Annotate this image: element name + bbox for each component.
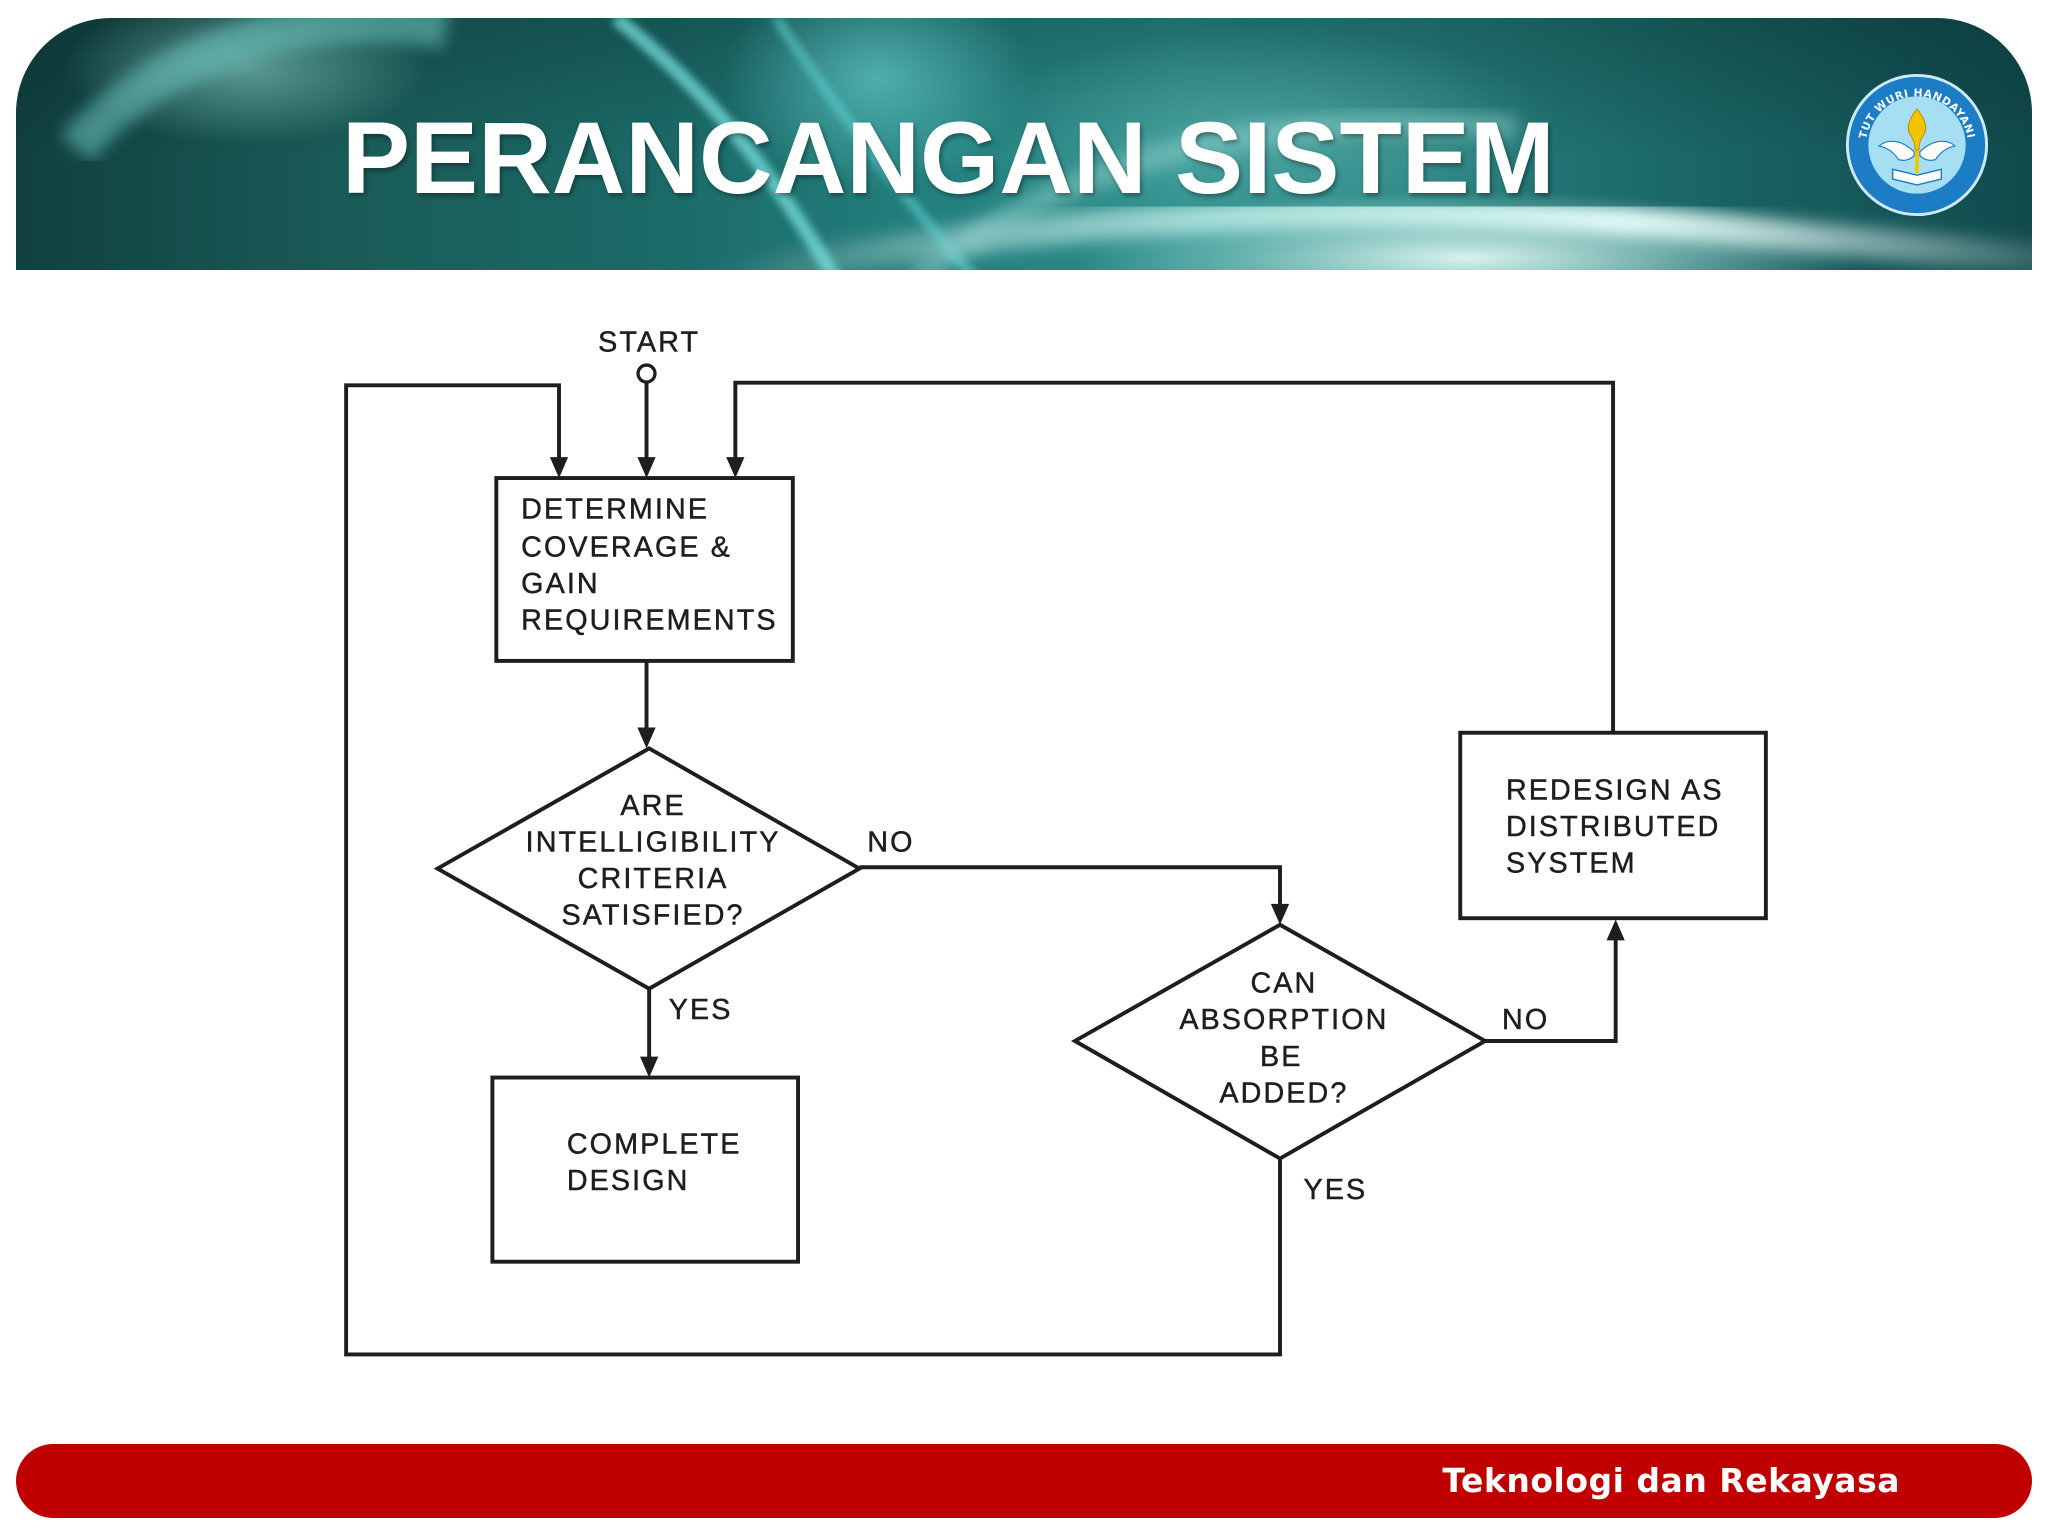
arrowhead-down bbox=[637, 457, 656, 479]
node-determine-requirements: DETERMINE COVERAGE & GAIN REQUIREMENTS bbox=[494, 476, 795, 663]
node-text-line: CAN bbox=[1250, 968, 1317, 1000]
logo-book bbox=[1891, 168, 1943, 186]
edge-label-yes: YES bbox=[1304, 1174, 1368, 1206]
logo-flame bbox=[1907, 108, 1927, 151]
edge-determine-to-intelligibility bbox=[637, 660, 656, 749]
node-text-line: COMPLETE bbox=[567, 1128, 742, 1160]
edge-intelligibility-no-to-absorption: NO bbox=[859, 826, 1290, 925]
decision-diamond bbox=[433, 746, 864, 991]
node-text-line: DISTRIBUTED bbox=[1506, 811, 1720, 843]
node-absorption-decision: CAN ABSORPTION BE ADDED? bbox=[1070, 922, 1490, 1161]
node-complete-design: COMPLETE DESIGN bbox=[490, 1075, 800, 1264]
connector-line bbox=[733, 380, 1616, 733]
node-text-line: COVERAGE & bbox=[521, 531, 732, 563]
arrowhead-down bbox=[549, 457, 569, 479]
node-text-line: DETERMINE bbox=[521, 494, 709, 526]
node-text-line: SYSTEM bbox=[1506, 847, 1637, 879]
decision-diamond bbox=[1070, 922, 1490, 1161]
node-text-line: REQUIREMENTS bbox=[521, 605, 777, 637]
arrowhead-down bbox=[637, 727, 656, 749]
tut-wuri-handayani-emblem-icon: TUT WURI HANDAYANI bbox=[1845, 73, 1989, 217]
node-text-line: ABSORPTION bbox=[1179, 1004, 1388, 1036]
process-box bbox=[490, 1075, 800, 1264]
slide-title: PERANCANGAN SISTEM bbox=[342, 101, 1555, 215]
edge-intelligibility-yes-to-complete: YES bbox=[640, 988, 733, 1078]
start-node: START bbox=[598, 326, 700, 384]
edge-label-no: NO bbox=[867, 827, 914, 859]
edge-label-yes: YES bbox=[669, 994, 733, 1026]
edge-absorption-no-to-redesign: NO bbox=[1485, 919, 1625, 1043]
node-text-line: ARE bbox=[620, 790, 685, 822]
node-text-line: DESIGN bbox=[567, 1165, 690, 1197]
node-text-line: ADDED? bbox=[1219, 1077, 1348, 1109]
header-swirl bbox=[60, 18, 448, 162]
node-text-line: INTELLIGIBILITY bbox=[526, 827, 781, 859]
edge-absorption-yes-to-determine: YES bbox=[344, 383, 1368, 1357]
header-swirl bbox=[611, 18, 839, 270]
edge-redesign-to-determine bbox=[726, 380, 1616, 733]
connector-line bbox=[1485, 937, 1618, 1043]
slide-header: PERANCANGAN SISTEM TUT WURI HANDAYANI bbox=[16, 18, 2032, 270]
header-swirl bbox=[909, 111, 1517, 270]
process-box bbox=[1458, 730, 1768, 921]
arrowhead-down bbox=[726, 457, 745, 479]
start-terminal-circle bbox=[636, 363, 657, 384]
arrowhead-down bbox=[1270, 903, 1290, 925]
edge-label-no: NO bbox=[1502, 1004, 1549, 1036]
slide-footer: Teknologi dan Rekayasa bbox=[16, 1444, 2032, 1518]
node-intelligibility-decision: ARE INTELLIGIBILITY CRITERIA SATISFIED? bbox=[433, 746, 864, 991]
logo-wing-right bbox=[1919, 140, 1957, 161]
edge-start-to-determine bbox=[637, 382, 656, 479]
connector-line bbox=[344, 383, 1282, 1357]
process-box bbox=[494, 476, 795, 663]
node-text-line: SATISFIED? bbox=[561, 900, 744, 932]
connector-line bbox=[859, 865, 1282, 907]
logo-wing-left bbox=[1877, 140, 1915, 161]
footer-label: Teknologi dan Rekayasa bbox=[1442, 1461, 1900, 1500]
header-swirl-decoration bbox=[60, 18, 2032, 270]
start-label: START bbox=[598, 326, 700, 358]
arrowhead-up bbox=[1606, 919, 1625, 941]
node-redesign-distributed: REDESIGN AS DISTRIBUTED SYSTEM bbox=[1458, 730, 1768, 921]
node-text-line: GAIN bbox=[521, 568, 600, 600]
arrowhead-down bbox=[640, 1056, 659, 1078]
node-text-line: CRITERIA bbox=[578, 863, 729, 895]
node-text-line: REDESIGN AS bbox=[1506, 774, 1724, 806]
node-text-line: BE bbox=[1260, 1041, 1303, 1073]
